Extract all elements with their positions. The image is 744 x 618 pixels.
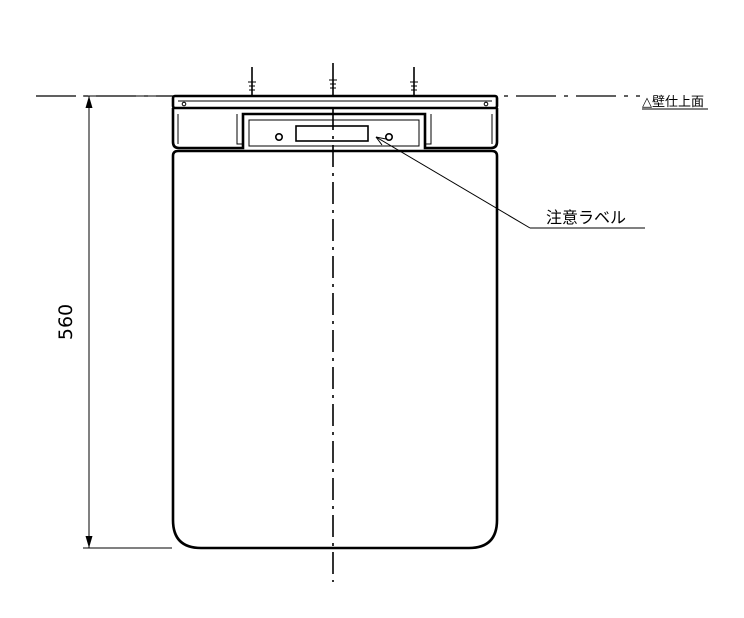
wall-surface-label: △壁仕上面 bbox=[642, 95, 704, 110]
screw-center bbox=[329, 63, 337, 96]
height-dimension-value: 560 bbox=[55, 304, 77, 340]
callout-label: 注意ラベル bbox=[546, 208, 626, 227]
callout-leader bbox=[375, 136, 645, 229]
main-cover-body bbox=[171, 149, 499, 550]
height-dimension bbox=[83, 95, 172, 549]
upper-housing bbox=[171, 108, 499, 150]
label-plate-screw-right bbox=[384, 133, 393, 142]
mounting-screws bbox=[248, 63, 418, 96]
label-plate bbox=[248, 119, 420, 147]
mounting-plate bbox=[171, 94, 499, 110]
caution-label bbox=[295, 125, 369, 142]
screw-left bbox=[248, 67, 256, 96]
label-plate-screw-left bbox=[274, 133, 283, 142]
screw-right bbox=[410, 67, 418, 96]
